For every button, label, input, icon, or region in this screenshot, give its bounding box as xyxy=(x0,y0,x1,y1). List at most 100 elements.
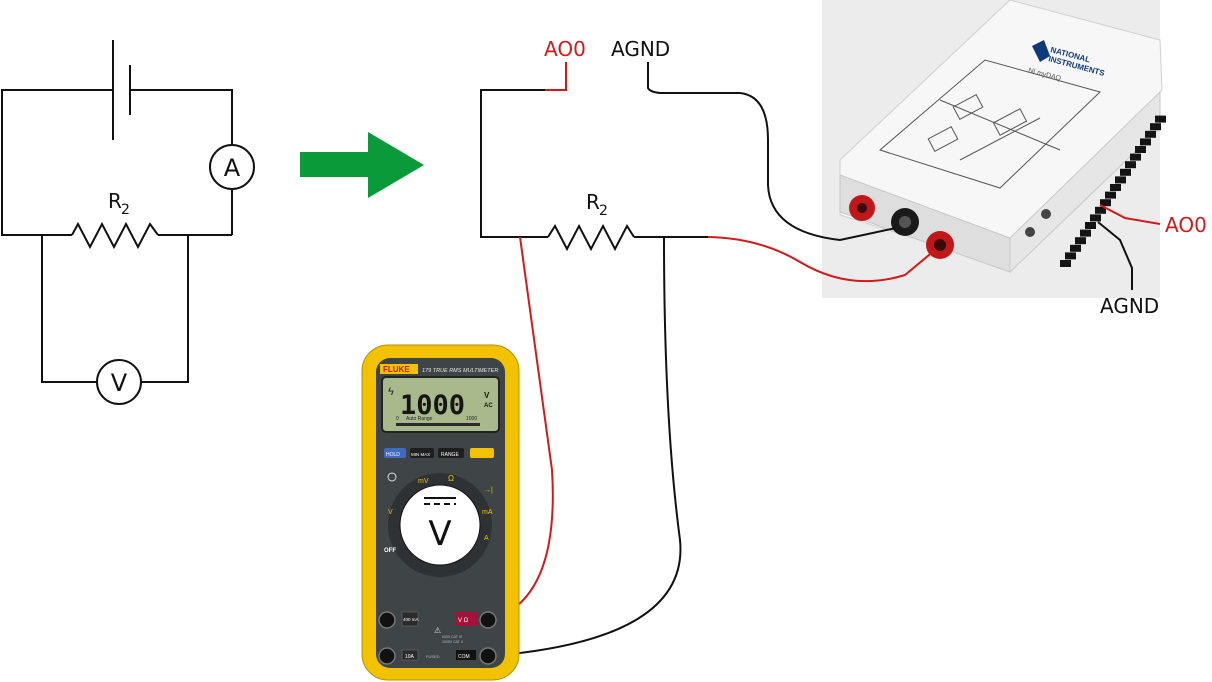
jack-400ma-label: 400 mA xyxy=(403,617,419,622)
banana-jack-inner xyxy=(899,216,911,228)
ammeter: A xyxy=(209,144,255,190)
screw-terminal xyxy=(1100,199,1111,207)
display-scale-start: 0 xyxy=(396,416,399,422)
screw-terminal xyxy=(1075,237,1086,245)
right-resistor-subscript: 2 xyxy=(599,203,608,219)
screw-terminal xyxy=(1155,115,1166,123)
dial-diode-icon: →| xyxy=(484,487,493,494)
daq-banana-jack-black xyxy=(891,208,919,236)
transform-arrow xyxy=(300,132,424,198)
daq-ao0-lead xyxy=(1099,204,1161,225)
screw-terminal xyxy=(1110,184,1121,191)
jack-fused-label: FUSED xyxy=(426,654,440,659)
daq-ao0-label: AO0 xyxy=(1165,213,1207,237)
audio-jack xyxy=(1041,209,1051,219)
right-resistor-letter: R xyxy=(586,190,600,214)
left-resistor-subscript: 2 xyxy=(121,202,130,218)
screw-terminal xyxy=(1140,138,1151,146)
right-resistor-zigzag xyxy=(547,223,635,252)
warning-triangle-icon: ⚠ xyxy=(434,626,441,635)
terminal-ao0-label: AO0 xyxy=(544,37,586,61)
daq-agnd-lead xyxy=(1097,221,1133,290)
settings-icon xyxy=(387,472,397,482)
multimeter-display xyxy=(381,376,500,433)
screw-terminal xyxy=(1135,146,1146,153)
jack-panel: 400 mA 10A V Ω COM ⚠ 600V CAT III 1000V … xyxy=(378,611,497,665)
minmax-button-label: MIN MAX xyxy=(411,452,430,457)
voltmeter-circle xyxy=(96,359,142,405)
screw-terminal xyxy=(1125,161,1136,169)
multimeter-brand-plate xyxy=(380,364,418,374)
right-circuit-left-wire xyxy=(480,89,545,238)
banana-jack-inner xyxy=(857,203,867,213)
backlight-button[interactable] xyxy=(470,448,494,458)
right-resistor-label: R 2 xyxy=(586,190,608,219)
display-unit-top: V xyxy=(484,391,490,400)
daq-block-diagram xyxy=(878,59,1101,189)
daq-diagram-line xyxy=(959,117,1041,161)
jack-cat-line2: 1000V CAT II xyxy=(442,640,463,644)
dial-ma-icon: mA xyxy=(482,509,493,516)
terminal-agnd-label: AGND xyxy=(611,37,670,61)
display-scale-end: 1000 xyxy=(466,416,477,422)
display-value: 1000 xyxy=(400,390,465,421)
jack-com[interactable] xyxy=(479,647,497,665)
dial-vac-icon: V xyxy=(388,509,393,516)
multimeter: FLUKE 179 TRUE RMS MULTIMETER ϟ 1000 V A… xyxy=(361,344,520,681)
jack-v-ohm[interactable] xyxy=(479,611,497,629)
dial-selected-mode: V xyxy=(428,514,451,554)
jack-cat-line1: 600V CAT III xyxy=(442,635,462,639)
dial-amp-icon: A xyxy=(484,535,489,542)
screw-terminal xyxy=(1085,222,1096,229)
voltmeter-loop-left xyxy=(41,235,97,383)
screw-terminal xyxy=(1080,229,1091,237)
screw-terminal xyxy=(1130,153,1141,161)
screw-terminal xyxy=(1115,176,1126,184)
screw-terminal xyxy=(1105,191,1116,199)
left-resistor-letter: R xyxy=(108,189,122,213)
screw-terminal xyxy=(1120,168,1131,176)
voltmeter: V xyxy=(96,359,142,405)
dial-knob[interactable] xyxy=(399,484,481,566)
screw-terminal xyxy=(1090,214,1101,222)
jack-10a-label: 10A xyxy=(405,654,415,660)
ao0-red-wire xyxy=(707,236,936,283)
dial-mv-icon: mV xyxy=(418,478,429,485)
jack-com-badge xyxy=(456,650,476,660)
daq-diagram-block xyxy=(927,126,959,152)
daq-diagram-line xyxy=(939,99,1061,151)
probe-red-wire xyxy=(489,236,554,621)
multimeter-brand: FLUKE xyxy=(383,365,410,374)
screw-terminal xyxy=(1145,130,1156,138)
daq-banana-jack-red-left xyxy=(849,195,875,221)
screw-terminal xyxy=(1070,244,1081,252)
daq-diagram-frame xyxy=(878,59,1101,189)
left-resistor-zigzag xyxy=(71,221,159,250)
jack-400ma-badge xyxy=(401,611,419,627)
display-flash-icon: ϟ xyxy=(388,386,394,398)
jack-400ma[interactable] xyxy=(378,611,396,629)
banana-jack-inner xyxy=(934,239,946,251)
multimeter-model: 179 TRUE RMS MULTIMETER xyxy=(422,368,498,374)
screw-terminal xyxy=(1095,206,1106,214)
left-circuit xyxy=(1,40,233,383)
display-bargraph xyxy=(396,423,480,426)
ni-logo-icon xyxy=(1032,40,1050,62)
ammeter-circle xyxy=(209,144,255,190)
hold-button[interactable] xyxy=(384,448,406,458)
daq-body-top xyxy=(839,0,1163,269)
range-button[interactable] xyxy=(438,448,464,458)
audio-jack xyxy=(1025,227,1035,237)
daq-screw-terminals xyxy=(1060,115,1166,267)
minmax-button[interactable] xyxy=(410,448,434,458)
jack-v-ohm-label: V Ω xyxy=(458,618,469,624)
screw-terminal xyxy=(1065,252,1076,260)
left-circuit-top-wire-right xyxy=(130,89,233,145)
jack-10a[interactable] xyxy=(378,647,396,665)
screw-terminal xyxy=(1150,123,1161,131)
ammeter-symbol: A xyxy=(224,154,241,182)
jack-com-label: COM xyxy=(458,654,470,660)
daq-diagram-block xyxy=(992,108,1028,136)
jack-10a-badge xyxy=(401,649,419,661)
